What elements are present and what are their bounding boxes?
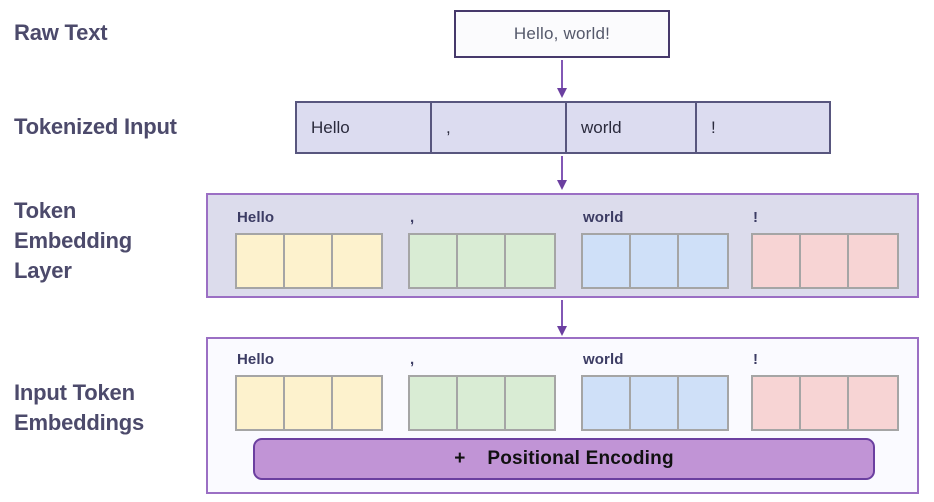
row-label-tokenized-input: Tokenized Input <box>14 114 177 139</box>
input-embedding-cell <box>849 377 897 429</box>
input-embedding-vector-cells <box>408 375 556 431</box>
token-cell: world <box>567 103 697 152</box>
input-embedding-vector-cells <box>751 375 899 431</box>
embedding-group-label: world <box>583 209 624 226</box>
embedding-cell <box>237 235 285 287</box>
input-embedding-vector-cells <box>581 375 729 431</box>
input-embedding-vector-cells <box>235 375 383 431</box>
arrow-shaft <box>561 156 563 180</box>
input-embedding-cell <box>410 377 458 429</box>
input-embedding-cell <box>631 377 679 429</box>
arrow-head <box>557 326 567 336</box>
tokenized-input-row: Hello , world ! <box>295 101 831 154</box>
embedding-cell <box>753 235 801 287</box>
embedding-cell <box>583 235 631 287</box>
arrow-tokenized-to-embedding-icon <box>557 156 568 190</box>
token-cell: ! <box>711 117 716 137</box>
input-embedding-cell <box>333 377 381 429</box>
input-embedding-cell <box>679 377 727 429</box>
embedding-cell <box>849 235 897 287</box>
input-embedding-group-label: Hello <box>237 351 275 368</box>
embedding-group-label: , <box>410 209 415 226</box>
embedding-vector-cells <box>751 233 899 289</box>
row-label-input-token-embeddings: Input Token Embeddings <box>14 380 145 435</box>
token-embedding-layer-panel: Hello , world ! <box>206 193 919 298</box>
positional-encoding-plus-sign: + <box>454 448 466 469</box>
token-cell: , <box>432 103 567 152</box>
input-embedding-cell <box>801 377 849 429</box>
embedding-vector-cells <box>581 233 729 289</box>
arrow-embedding-to-input-icon <box>557 300 568 336</box>
embedding-cell <box>285 235 333 287</box>
arrow-head <box>557 180 567 190</box>
arrow-shaft <box>561 300 563 326</box>
row-label-raw-text: Raw Text <box>14 20 108 45</box>
arrow-head <box>557 88 567 98</box>
embedding-cell <box>631 235 679 287</box>
input-embedding-group-label: , <box>410 351 415 368</box>
raw-text-value: Hello, world! <box>513 24 611 43</box>
embedding-vector-cells <box>235 233 383 289</box>
embedding-cell <box>333 235 381 287</box>
input-embedding-group-label: world <box>583 351 624 368</box>
embedding-cell <box>801 235 849 287</box>
input-token-embeddings-panel: Hello , world ! <box>206 337 919 494</box>
input-embedding-cell <box>753 377 801 429</box>
input-embedding-group-label: ! <box>753 351 759 368</box>
raw-text-box: Hello, world! <box>454 10 670 58</box>
arrow-shaft <box>561 60 563 88</box>
embedding-group-label: ! <box>753 209 759 226</box>
input-embedding-cell <box>583 377 631 429</box>
positional-encoding-label: Positional Encoding <box>487 448 674 469</box>
embedding-cell <box>506 235 554 287</box>
embedding-cell <box>458 235 506 287</box>
input-embedding-cell <box>506 377 554 429</box>
arrow-raw-to-tokenized-icon <box>557 60 568 98</box>
token-cell: Hello <box>297 103 432 152</box>
embedding-cell <box>410 235 458 287</box>
embedding-group-label: Hello <box>237 209 275 226</box>
row-label-token-embedding-layer: Token Embedding Layer <box>14 198 132 283</box>
input-embedding-cell <box>237 377 285 429</box>
input-embedding-cell <box>458 377 506 429</box>
embedding-cell <box>679 235 727 287</box>
positional-encoding-bar: + Positional Encoding <box>253 438 875 480</box>
embedding-vector-cells <box>408 233 556 289</box>
input-embedding-cell <box>285 377 333 429</box>
